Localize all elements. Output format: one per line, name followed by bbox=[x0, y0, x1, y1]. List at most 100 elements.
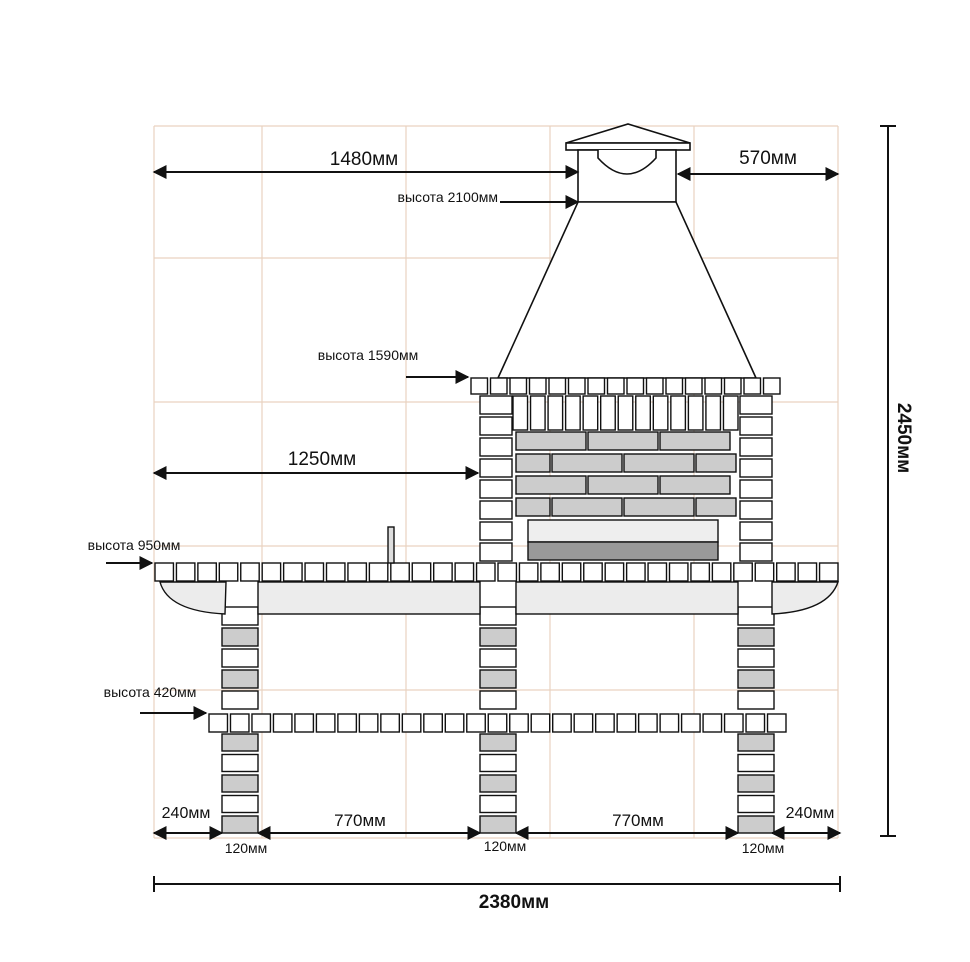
worktop-brick bbox=[218, 562, 239, 582]
worktop-brick bbox=[775, 562, 796, 582]
leg-brick bbox=[221, 648, 259, 668]
leg-brick bbox=[737, 690, 775, 710]
hood-base-brick bbox=[489, 377, 508, 395]
worktop-brick bbox=[647, 562, 668, 582]
worktop-brick bbox=[240, 562, 260, 582]
worktop-brick bbox=[454, 562, 475, 582]
worktop-brick bbox=[583, 562, 603, 582]
worktop-board-left bbox=[257, 581, 481, 615]
hood-base-brick bbox=[470, 377, 489, 395]
shelf-brick bbox=[616, 713, 637, 733]
labels: 1480мм 570мм высота 2100мм высота 1590мм… bbox=[88, 148, 914, 913]
leg-brick bbox=[221, 794, 259, 814]
leg-brick bbox=[221, 606, 259, 626]
worktop-brick bbox=[604, 562, 625, 582]
label-1480: 1480мм bbox=[330, 149, 398, 170]
faucet bbox=[387, 526, 395, 564]
shelf-brick bbox=[380, 713, 401, 733]
leg-brick bbox=[221, 690, 259, 710]
firebox-back-brick bbox=[515, 453, 551, 473]
shelf-brick bbox=[208, 713, 229, 733]
worktop-brick bbox=[497, 562, 518, 582]
lintel-brick bbox=[635, 395, 652, 431]
worktop-brick bbox=[733, 562, 753, 582]
firebox-side-brick bbox=[739, 500, 773, 520]
leg-brick bbox=[479, 627, 517, 647]
firebox-back-brick bbox=[515, 431, 587, 451]
shelf-brick bbox=[509, 713, 529, 733]
label-1250: 1250мм bbox=[288, 449, 356, 470]
hood-base-brick bbox=[645, 377, 664, 395]
leg-brick bbox=[737, 606, 775, 626]
worktop-brick bbox=[325, 562, 346, 582]
grill-tray bbox=[527, 541, 719, 561]
hood-base-brick bbox=[528, 377, 547, 395]
leg-brick bbox=[737, 733, 775, 752]
firebox-side-brick bbox=[739, 542, 773, 562]
leg-brick bbox=[479, 733, 517, 752]
label-570: 570мм bbox=[739, 148, 797, 169]
shelf-brick bbox=[315, 713, 336, 733]
hood-base-brick bbox=[587, 377, 606, 395]
firebox-side-brick bbox=[739, 521, 773, 541]
firebox-back-brick bbox=[515, 497, 551, 517]
firebox-back-brick bbox=[659, 475, 731, 495]
worktop-brick bbox=[368, 562, 389, 582]
leg-brick bbox=[737, 774, 775, 793]
worktop-brick bbox=[754, 562, 775, 582]
firebox-side-brick bbox=[479, 437, 513, 457]
hood-base-brick bbox=[762, 377, 781, 395]
worktop-brick bbox=[818, 562, 839, 582]
shelf-brick bbox=[659, 713, 680, 733]
leg-brick bbox=[221, 627, 259, 647]
shelf-brick bbox=[251, 713, 272, 733]
worktop-underside bbox=[159, 581, 227, 615]
shelf-brick bbox=[573, 713, 594, 733]
worktop-brick bbox=[668, 562, 689, 582]
worktop-brick bbox=[797, 562, 818, 582]
lintel-brick bbox=[722, 395, 739, 431]
lintel-brick bbox=[564, 395, 581, 431]
grill-grate bbox=[527, 519, 719, 543]
label-240-right: 240мм bbox=[786, 805, 835, 822]
worktop-brick bbox=[197, 562, 218, 582]
hood-base-brick bbox=[567, 377, 586, 395]
worktop-brick bbox=[475, 562, 496, 582]
worktop-brick bbox=[518, 562, 539, 582]
leg-brick bbox=[479, 774, 517, 793]
chimney-cap-rim bbox=[565, 142, 691, 151]
shelf-brick bbox=[530, 713, 551, 733]
chimney-opening bbox=[597, 150, 657, 175]
lintel-brick bbox=[582, 395, 599, 431]
shelf-brick bbox=[594, 713, 615, 733]
hood-base-brick bbox=[509, 377, 528, 395]
label-height-1590: высота 1590мм bbox=[318, 347, 418, 363]
firebox-side-brick bbox=[479, 416, 513, 436]
label-height-420: высота 420мм bbox=[104, 684, 197, 700]
firebox-back-brick bbox=[695, 453, 737, 473]
shelf-brick bbox=[680, 713, 701, 733]
firebox-back-brick bbox=[587, 431, 659, 451]
worktop-brick bbox=[261, 562, 282, 582]
leg-brick bbox=[221, 733, 259, 752]
shelf-brick bbox=[487, 713, 508, 733]
shelf-brick bbox=[423, 713, 443, 733]
dimension-lines bbox=[106, 125, 896, 892]
shelf-brick bbox=[723, 713, 744, 733]
firebox-side-brick bbox=[479, 479, 513, 499]
firebox-back-brick bbox=[551, 453, 623, 473]
shelf-brick bbox=[552, 713, 572, 733]
hood-base-brick bbox=[743, 377, 762, 395]
firebox-back-brick bbox=[515, 475, 587, 495]
firebox-side-brick bbox=[479, 521, 513, 541]
label-240-left: 240мм bbox=[162, 805, 211, 822]
firebox-back-brick bbox=[551, 497, 623, 517]
firebox-back-brick bbox=[659, 431, 731, 451]
shelf-brick bbox=[272, 713, 293, 733]
firebox-side-brick bbox=[739, 395, 773, 415]
worktop-brick bbox=[347, 562, 368, 582]
worktop-brick bbox=[711, 562, 732, 582]
label-120-right: 120мм bbox=[742, 840, 785, 856]
firebox-side-brick bbox=[479, 542, 513, 562]
